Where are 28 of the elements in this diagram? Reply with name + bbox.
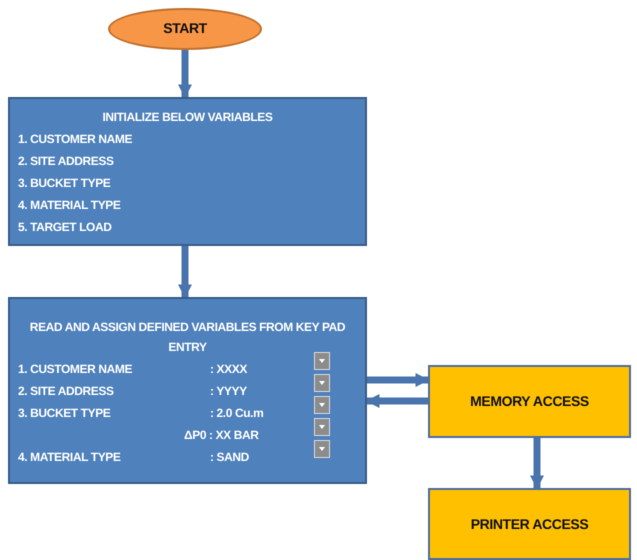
node-text: : SAND xyxy=(210,450,249,464)
node-text: 1. CUSTOMER NAME xyxy=(18,132,132,146)
node-heading: START xyxy=(162,21,208,35)
arrow xyxy=(366,394,428,408)
node-text: : YYYY xyxy=(210,384,247,398)
node-text: 4. MATERIAL TYPE xyxy=(18,198,121,212)
process-box xyxy=(428,488,631,560)
node-text: 2. SITE ADDRESS xyxy=(18,154,114,168)
node-heading: READ AND ASSIGN DEFINED VARIABLES FROM KEY PAD ENTRY xyxy=(28,319,346,356)
node-text: 4. MATERIAL TYPE xyxy=(18,450,121,464)
node-text: 2. SITE ADDRESS xyxy=(18,384,114,398)
arrow xyxy=(178,246,192,298)
node-text: : 2.0 Cu.m xyxy=(210,406,264,420)
arrow xyxy=(178,50,192,98)
node-heading: INITIALIZE BELOW VARIABLES xyxy=(101,110,274,124)
node-text: : XXXX xyxy=(210,362,247,376)
node-text: ΔP0 : XX BAR xyxy=(184,428,259,442)
process-box xyxy=(8,97,367,246)
node-text: 5. TARGET LOAD xyxy=(18,220,112,234)
node-text: 1. CUSTOMER NAME xyxy=(18,362,132,376)
arrow xyxy=(367,373,430,387)
node-text: 3. BUCKET TYPE xyxy=(18,176,110,190)
process-box xyxy=(428,365,631,438)
node-text: 3. BUCKET TYPE xyxy=(18,406,110,420)
arrow xyxy=(530,438,544,490)
node-heading: MEMORY ACCESS xyxy=(469,394,590,408)
input-process-box xyxy=(8,297,367,484)
node-heading: PRINTER ACCESS xyxy=(470,517,590,531)
